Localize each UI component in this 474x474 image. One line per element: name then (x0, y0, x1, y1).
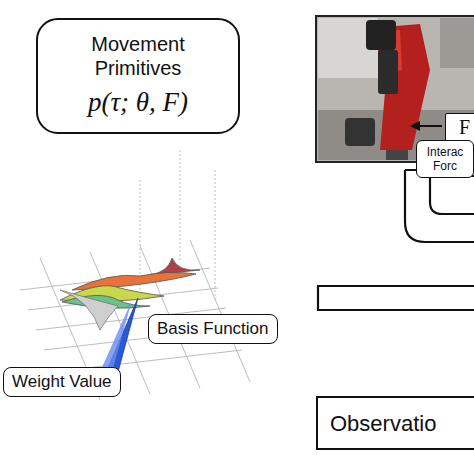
node-title: Basis Function (157, 319, 269, 339)
node-title: Weight Value (12, 372, 112, 392)
interaction-force-label: Interac Forc (416, 140, 474, 178)
basis-function-label: Basis Function (148, 314, 278, 344)
weight-value-label: Weight Value (3, 367, 121, 397)
node-title: Movement Primitives (63, 32, 213, 80)
node-formula: p(τ; θ, F) (38, 86, 238, 118)
node-title: Interac Forc (421, 145, 469, 174)
flow-arrow-outline (318, 170, 474, 310)
observation-box: Observatio (316, 396, 474, 450)
node-title: F (446, 115, 474, 139)
basis-function-plot (20, 150, 250, 400)
movement-primitives-box: Movement Primitives p(τ; θ, F) (36, 18, 240, 134)
node-title: Observatio (330, 411, 474, 437)
